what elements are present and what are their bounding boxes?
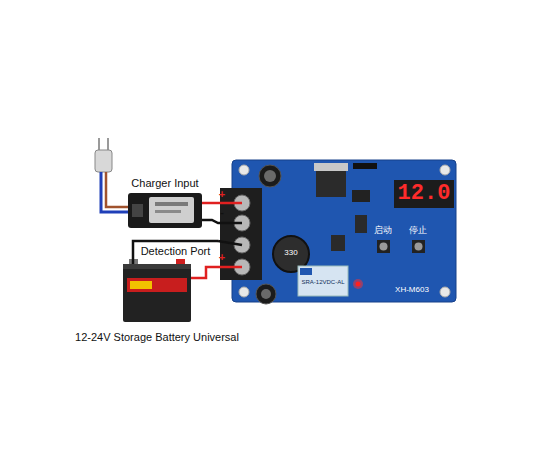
mains-wire bbox=[101, 172, 128, 212]
pin-header bbox=[353, 163, 377, 169]
plug-prong bbox=[98, 138, 100, 151]
mount-hole bbox=[239, 287, 249, 297]
wire-black bbox=[218, 241, 242, 245]
battery-node: 12-24V Storage Battery Universal bbox=[123, 264, 191, 322]
regulator-ic bbox=[316, 171, 346, 197]
status-led bbox=[356, 282, 361, 287]
charger-wire bbox=[202, 202, 218, 205]
transistor bbox=[331, 235, 345, 251]
charger-label-plate bbox=[149, 197, 194, 223]
plug-body bbox=[95, 150, 112, 172]
charger-body bbox=[128, 193, 202, 228]
mains-wire bbox=[106, 172, 128, 207]
charger-node: Charger Input bbox=[128, 176, 202, 228]
charger-label-mark bbox=[155, 210, 181, 213]
push-button-cap bbox=[415, 243, 423, 251]
button-label: 停止 bbox=[409, 225, 427, 236]
capacitor-top bbox=[261, 289, 271, 299]
push-button bbox=[377, 240, 390, 253]
edge-label: Detection Port bbox=[139, 245, 213, 258]
capacitor-top bbox=[264, 170, 276, 182]
pcb-board bbox=[232, 160, 456, 302]
polarity-plus: + bbox=[219, 251, 225, 263]
battery-label bbox=[127, 278, 187, 292]
battery-lid bbox=[123, 264, 191, 269]
push-button-cap bbox=[380, 243, 388, 251]
wire-red bbox=[191, 267, 242, 278]
mount-hole bbox=[239, 165, 249, 175]
push-button bbox=[412, 240, 425, 253]
transistor bbox=[355, 215, 367, 233]
regulator-tab bbox=[314, 163, 348, 171]
mount-hole bbox=[440, 287, 450, 297]
battery-body bbox=[123, 264, 191, 322]
led-glow bbox=[353, 279, 363, 289]
display-reading: 12.0 bbox=[398, 180, 451, 208]
charger-heading: Charger Input bbox=[131, 176, 198, 190]
plug-prong bbox=[107, 138, 109, 151]
wire-black bbox=[202, 220, 242, 223]
relay-marking: SRA-12VDC-AL bbox=[301, 278, 344, 286]
relay bbox=[298, 266, 348, 296]
charger-label-mark bbox=[155, 202, 188, 206]
capacitor bbox=[256, 284, 276, 304]
polarity-minus: - bbox=[220, 206, 224, 218]
wire-red bbox=[218, 202, 242, 205]
button-label: 启动 bbox=[374, 225, 392, 236]
charger-socket bbox=[132, 204, 143, 217]
battery-caption: 12-24V Storage Battery Universal bbox=[75, 330, 239, 344]
control-board: 12.0 启动 停止 330SRA-12VDC-AL XH-M603 bbox=[218, 160, 456, 302]
polarity-plus: + bbox=[219, 188, 225, 200]
capacitor bbox=[259, 165, 281, 187]
led-display bbox=[394, 180, 454, 208]
inductor-marking: 330 bbox=[284, 248, 297, 258]
battery-label-mark bbox=[130, 281, 152, 289]
chip bbox=[352, 190, 370, 202]
detection-wire bbox=[133, 241, 218, 264]
relay-logo bbox=[300, 268, 312, 275]
board-model: XH-M603 bbox=[395, 285, 429, 295]
mount-hole bbox=[440, 165, 450, 175]
